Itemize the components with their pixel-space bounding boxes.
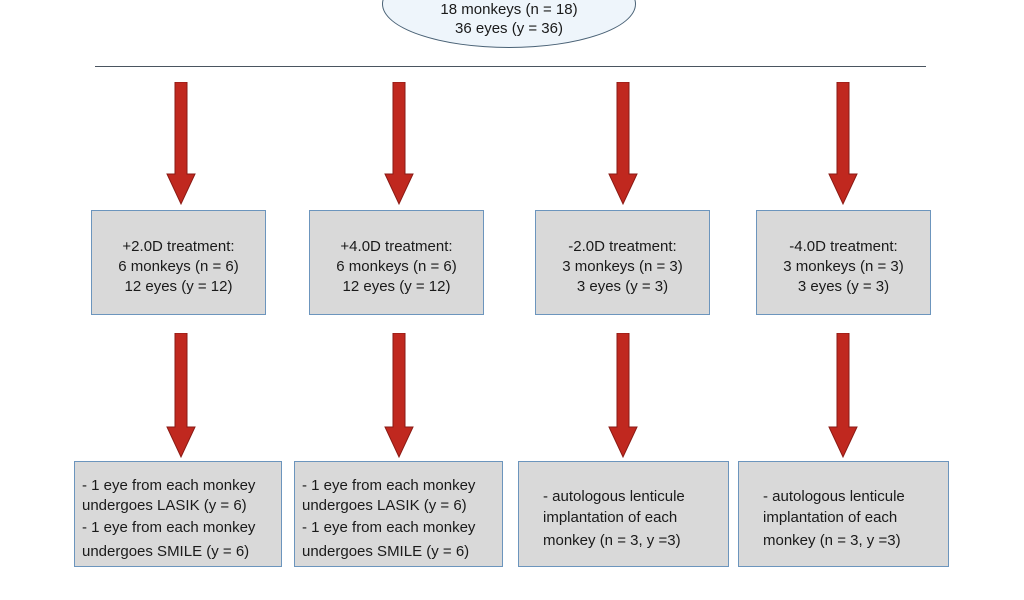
treatment-box-minus4: -4.0D treatment: 3 monkeys (n = 3) 3 eye… bbox=[756, 210, 931, 315]
outcome-box-plus4: - 1 eye from each monkey undergoes LASIK… bbox=[294, 461, 503, 567]
outcome-lenticule-count: monkey (n = 3, y =3) bbox=[543, 532, 681, 549]
outcome-box-minus4: - autologous lenticule implantation of e… bbox=[738, 461, 949, 567]
arrow-down-icon bbox=[384, 82, 414, 206]
arrow-down-icon bbox=[384, 333, 414, 459]
treatment-box-minus2: -2.0D treatment: 3 monkeys (n = 3) 3 eye… bbox=[535, 210, 710, 315]
arrow-down-icon bbox=[166, 82, 196, 206]
outcome-smile: - 1 eye from each monkey undergoes SMILE… bbox=[302, 519, 476, 560]
outcome-smile: - 1 eye from each monkey undergoes SMILE… bbox=[82, 519, 256, 560]
treatment-title: -2.0D treatment: bbox=[568, 238, 677, 255]
root-monkeys-count: 18 monkeys (n = 18) bbox=[440, 1, 578, 18]
arrow-down-icon bbox=[166, 333, 196, 459]
outcome-lenticule: - autologous lenticule implantation of e… bbox=[543, 488, 685, 526]
outcome-lenticule-count: monkey (n = 3, y =3) bbox=[763, 532, 901, 549]
treatment-title: +2.0D treatment: bbox=[122, 238, 235, 255]
treatment-monkeys: 6 monkeys (n = 6) bbox=[336, 258, 457, 275]
outcome-lasik: - 1 eye from each monkey undergoes LASIK… bbox=[82, 477, 256, 514]
treatment-eyes: 12 eyes (y = 12) bbox=[342, 278, 451, 295]
treatment-box-plus2: +2.0D treatment: 6 monkeys (n = 6) 12 ey… bbox=[91, 210, 266, 315]
treatment-box-plus4: +4.0D treatment: 6 monkeys (n = 6) 12 ey… bbox=[309, 210, 484, 315]
arrow-down-icon bbox=[828, 333, 858, 459]
treatment-eyes: 12 eyes (y = 12) bbox=[124, 278, 233, 295]
outcome-box-plus2: - 1 eye from each monkey undergoes LASIK… bbox=[74, 461, 282, 567]
treatment-eyes: 3 eyes (y = 3) bbox=[797, 278, 890, 295]
root-label: 18 monkeys (n = 18) 36 eyes (y = 36) bbox=[382, 0, 636, 38]
outcome-lenticule: - autologous lenticule implantation of e… bbox=[763, 488, 905, 526]
treatment-eyes: 3 eyes (y = 3) bbox=[576, 278, 669, 295]
arrow-down-icon bbox=[828, 82, 858, 206]
arrow-down-icon bbox=[608, 333, 638, 459]
treatment-monkeys: 6 monkeys (n = 6) bbox=[118, 258, 239, 275]
arrow-down-icon bbox=[608, 82, 638, 206]
split-line bbox=[95, 66, 926, 67]
treatment-monkeys: 3 monkeys (n = 3) bbox=[783, 258, 904, 275]
root-eyes-count: 36 eyes (y = 36) bbox=[455, 20, 563, 37]
outcome-lasik: - 1 eye from each monkey undergoes LASIK… bbox=[302, 477, 476, 514]
treatment-title: +4.0D treatment: bbox=[340, 238, 453, 255]
outcome-box-minus2: - autologous lenticule implantation of e… bbox=[518, 461, 729, 567]
treatment-monkeys: 3 monkeys (n = 3) bbox=[562, 258, 683, 275]
treatment-title: -4.0D treatment: bbox=[789, 238, 898, 255]
